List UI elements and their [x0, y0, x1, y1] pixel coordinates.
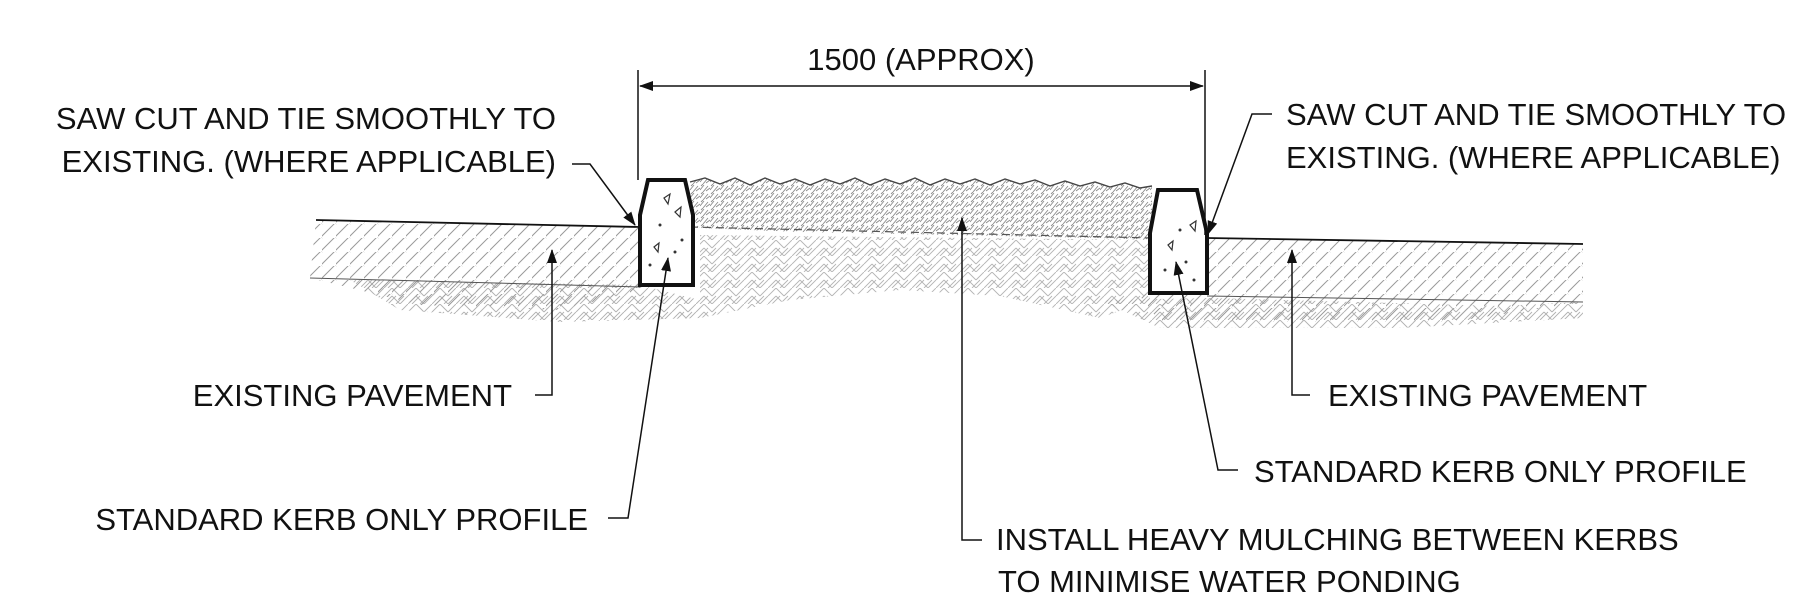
kerb-left-label: STANDARD KERB ONLY PROFILE	[95, 502, 588, 537]
existing-pavement-left	[309, 219, 700, 322]
saw-cut-left-line1: SAW CUT AND TIE SMOOTHLY TO	[56, 101, 556, 136]
kerb-right	[1148, 188, 1209, 295]
saw-cut-right-line1: SAW CUT AND TIE SMOOTHLY TO	[1286, 97, 1786, 132]
kerb-left	[638, 178, 695, 287]
kerb-right-label: STANDARD KERB ONLY PROFILE	[1254, 454, 1747, 489]
pavement-left-label: EXISTING PAVEMENT	[193, 378, 512, 413]
sub-base-fill	[700, 235, 1150, 318]
existing-pavement-right	[1100, 237, 1584, 328]
mulch-label-line2: TO MINIMISE WATER PONDING	[998, 564, 1461, 599]
callout-saw-cut-left: SAW CUT AND TIE SMOOTHLY TO EXISTING. (W…	[56, 101, 636, 226]
callout-pavement-left: EXISTING PAVEMENT	[193, 249, 557, 413]
dimension-label: 1500 (APPROX)	[807, 42, 1034, 77]
pavement-right-label: EXISTING PAVEMENT	[1328, 378, 1647, 413]
heavy-mulch-layer	[689, 177, 1153, 240]
callout-kerb-left: STANDARD KERB ONLY PROFILE	[95, 257, 671, 537]
saw-cut-right-line2: EXISTING. (WHERE APPLICABLE)	[1286, 140, 1780, 175]
dimension-1500: 1500 (APPROX)	[637, 42, 1206, 235]
saw-cut-left-line2: EXISTING. (WHERE APPLICABLE)	[62, 144, 556, 179]
callout-pavement-right: EXISTING PAVEMENT	[1287, 249, 1647, 413]
callout-saw-cut-right: SAW CUT AND TIE SMOOTHLY TO EXISTING. (W…	[1207, 97, 1786, 235]
mulch-label-line1: INSTALL HEAVY MULCHING BETWEEN KERBS	[996, 522, 1679, 557]
callout-mulch: INSTALL HEAVY MULCHING BETWEEN KERBS TO …	[957, 217, 1679, 599]
callout-kerb-right: STANDARD KERB ONLY PROFILE	[1173, 261, 1747, 489]
